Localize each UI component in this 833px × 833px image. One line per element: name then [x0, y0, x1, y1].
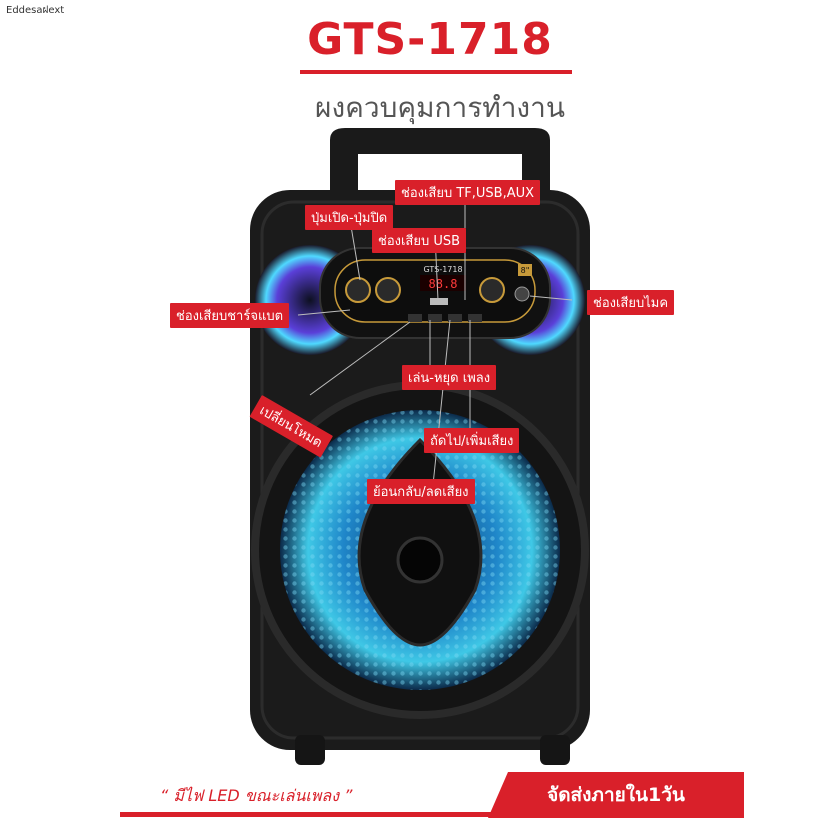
button-3: [448, 314, 462, 322]
button-1: [408, 314, 422, 322]
knob-left-2: [375, 277, 401, 303]
bottom-red-bar: [120, 812, 740, 817]
shipping-badge: จัดส่งภายใน1วัน: [488, 772, 744, 818]
product-title: GTS-1718: [307, 14, 553, 65]
corner-text: Eddesaฝext: [6, 5, 65, 16]
usb-port: [430, 298, 448, 305]
subtitle: ผงควบคุมการทำงาน: [315, 91, 565, 124]
foot-right: [540, 735, 570, 765]
foot-left: [295, 735, 325, 765]
svg-text:88.8: 88.8: [429, 277, 458, 291]
mic-jack: [514, 286, 530, 302]
panel-model: GTS-1718: [423, 265, 462, 274]
led-display: [420, 275, 466, 291]
label-tf-usb-aux: ช่องเสียบ TF,USB,AUX: [395, 180, 541, 205]
led-feature-text: “ มีไฟ LED ขณะเล่นเพลง ”: [160, 786, 353, 805]
label-charge-port: ช่องเสียบชาร์จแบต: [170, 303, 290, 328]
title-underline: [300, 70, 572, 74]
button-2: [428, 314, 442, 322]
size-badge: 8": [521, 266, 530, 275]
button-4: [468, 314, 482, 322]
label-play-pause: เล่น-หยุด เพลง: [402, 365, 497, 390]
label-power-button: ปุ่มเปิด-ปุ่มปิด: [305, 205, 394, 230]
label-mic-port: ช่องเสียบไมค: [587, 290, 675, 315]
label-next-volume-up: ถัดไป/เพิ่มเสียง: [424, 428, 520, 453]
label-usb-port: ช่องเสียบ USB: [372, 228, 467, 253]
speaker-illustration: 88.8 GTS-1718 8": [250, 128, 590, 765]
knob-left-1: [345, 277, 371, 303]
knob-right: [479, 277, 505, 303]
woofer-port: [396, 536, 444, 584]
label-prev-volume-down: ย้อนกลับ/ลดเสียง: [367, 479, 475, 504]
speaker-handle: [330, 128, 550, 200]
